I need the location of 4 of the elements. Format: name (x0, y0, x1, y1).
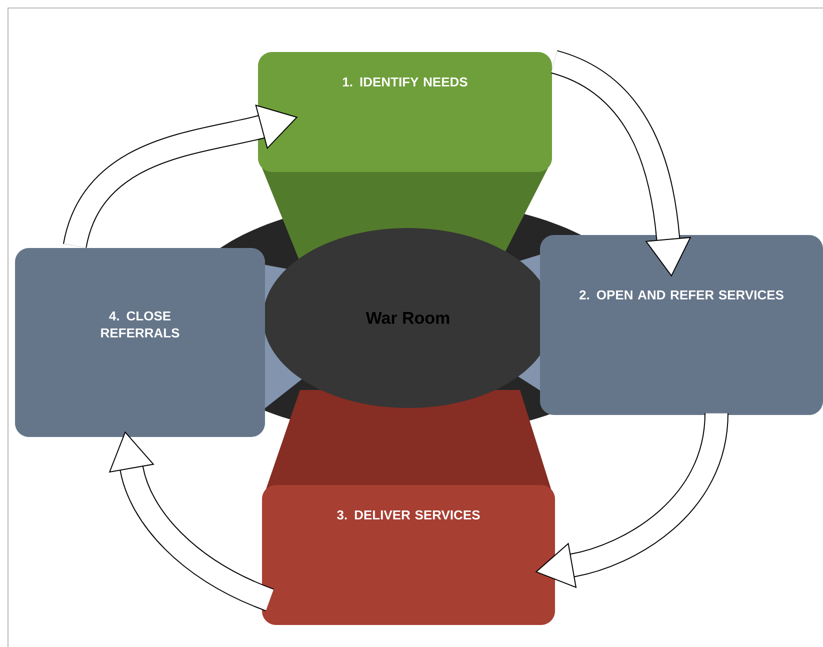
process-box: 1. IDENTIFY NEEDS (258, 52, 552, 172)
process-box: 2. OPEN AND REFER SERVICES (540, 234, 823, 415)
process-box: 3. DELIVER SERVICES (262, 484, 555, 625)
process-box: 4. CLOSE REFERRALS (15, 248, 265, 437)
